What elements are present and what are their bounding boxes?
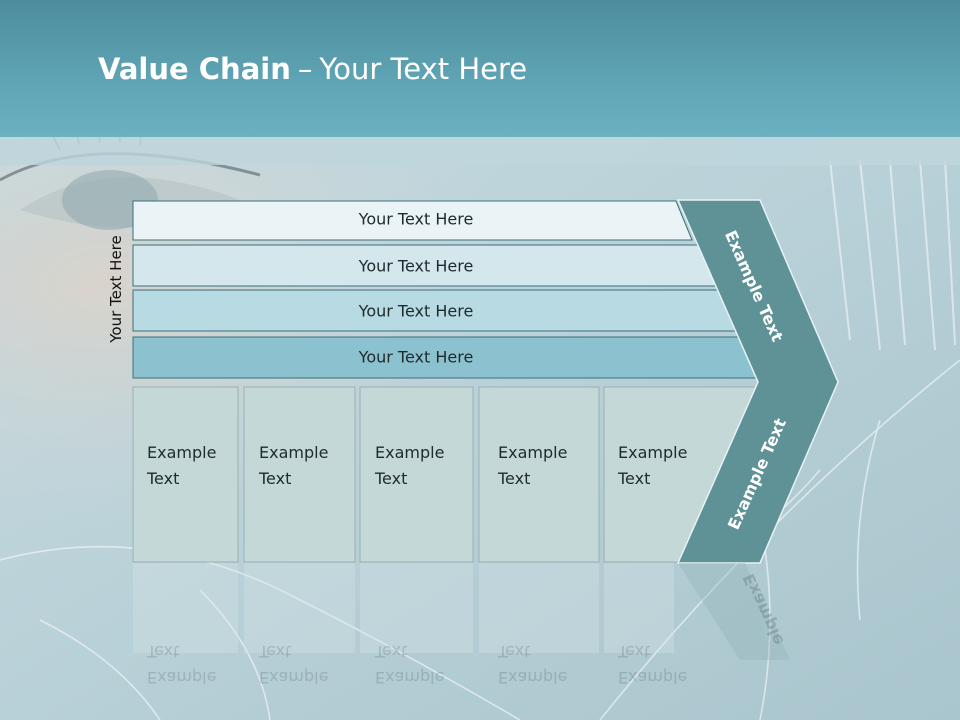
box-4-line-2: Text [498,469,531,488]
row-label-1: Your Text Here [358,209,474,229]
box-3-line-2: Text [375,469,408,488]
title-separator: – [297,52,313,86]
header-stripe [0,137,960,165]
box-label-4: Example Text [498,440,567,492]
title-bold: Value Chain [98,52,291,86]
hair-graphic [829,159,956,351]
box-shape-2 [243,386,356,563]
box-2-line-1: Example [259,443,329,462]
box-4-line-1: Example [498,443,568,462]
box-1-line-1: Example [147,443,217,462]
box-1-line-2: Text [147,469,180,488]
box-5-line-2: Text [618,469,651,488]
row-label-2: Your Text Here [358,256,474,276]
box-label-3: Example Text [375,440,444,492]
title-rest: Your Text Here [319,52,528,86]
box-shape-1 [132,386,239,563]
page-title: Value Chain–Your Text Here [98,52,527,86]
box-label-5: Example Text [618,440,687,492]
box-5-line-1: Example [618,443,688,462]
row-label-4: Your Text Here [358,347,474,367]
box-label-1: Example Text [147,440,216,492]
box-shape-4 [478,386,600,563]
title-bar [0,0,960,137]
row-shape-1 [132,200,693,241]
reflection-shapes [133,563,790,660]
chevron-arrow [676,199,839,564]
box-3-line-1: Example [375,443,445,462]
box-shape-3 [359,386,474,563]
box-2-line-2: Text [259,469,292,488]
row-label-3: Your Text Here [358,301,474,321]
box-label-2: Example Text [259,440,328,492]
